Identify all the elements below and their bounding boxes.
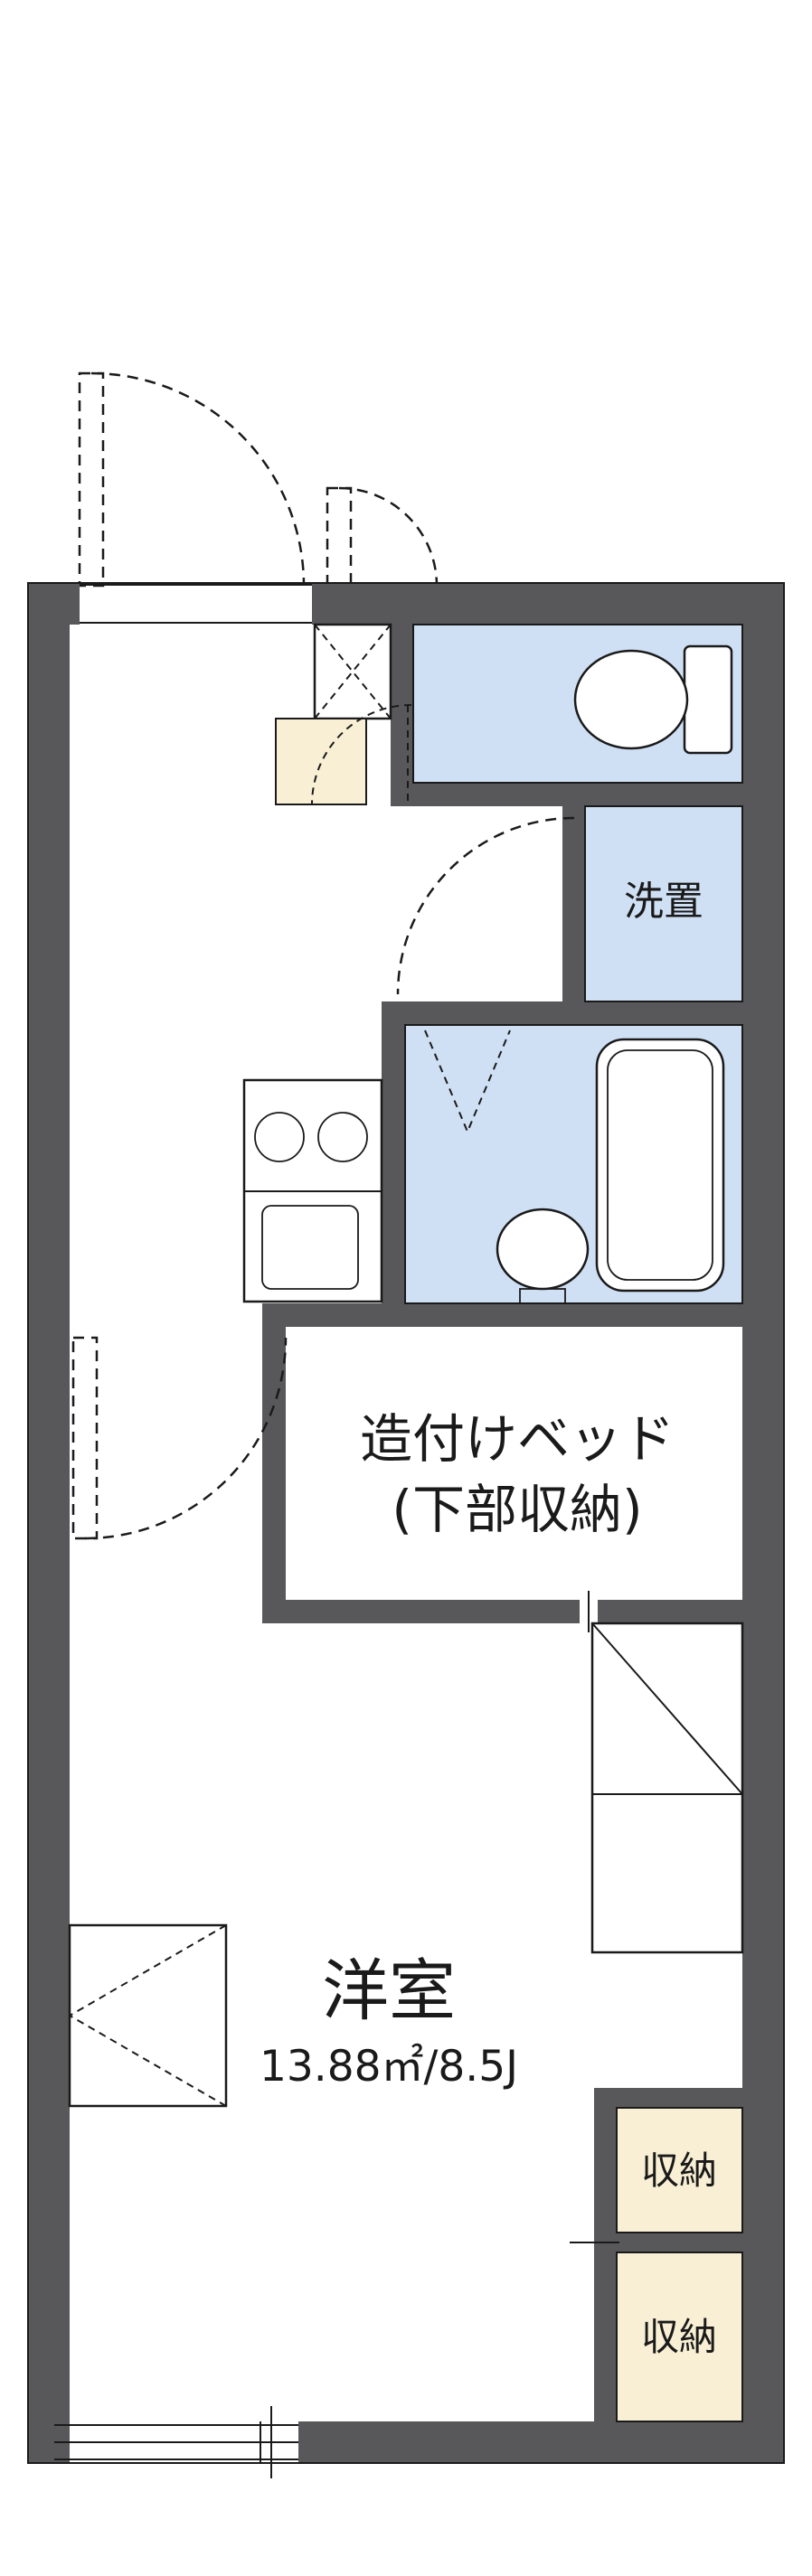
bathroom-folding-door	[424, 1029, 511, 1134]
bed-area: 造付けベッド (下部収納)	[360, 1408, 675, 1540]
storage-bottom-label: 収納	[641, 2315, 717, 2359]
wall-toilet-left	[391, 625, 413, 783]
wall-toilet-bottom	[391, 783, 784, 806]
toilet-tank-icon	[683, 644, 733, 755]
washer-room: 洗置	[584, 805, 743, 1002]
entry-door-leaf-small	[326, 486, 353, 588]
kitchen-unit	[242, 1078, 383, 1303]
room-door-leaf	[71, 1336, 99, 1540]
entry-door-swing-arc	[90, 371, 306, 587]
stove-burner-left-icon	[254, 1112, 305, 1162]
genkan-step	[275, 718, 367, 805]
wash-basin-stand	[519, 1288, 566, 1304]
main-room-area: 13.88㎡/8.5J	[260, 2042, 518, 2092]
toilet-room	[412, 624, 743, 784]
wall-bed-left	[262, 1303, 286, 1623]
storage-bottom-floor	[616, 2252, 743, 2422]
bathtub-inner-line	[607, 1049, 713, 1281]
window-bay-fold-line-2	[69, 2015, 227, 2107]
duct-closet-diagonal	[591, 1622, 743, 1795]
duct-closet-outline	[590, 1622, 744, 1954]
wall-bottom	[298, 2421, 784, 2463]
wall-top-left-stub	[28, 583, 80, 625]
duct-closet	[590, 1622, 744, 1954]
main-room-name: 洋室	[322, 1952, 456, 2030]
washer-label: 洗置	[624, 879, 703, 925]
window-bay-fold-line-1	[69, 1924, 227, 2017]
corridor-door-swing-arc	[396, 816, 575, 995]
wall-storage-left	[594, 2088, 617, 2422]
window-bay-box	[68, 1923, 228, 2108]
exterior-door-swings	[78, 371, 439, 588]
storages: 収納 収納	[616, 2107, 743, 2422]
washer-room-floor	[584, 805, 743, 1002]
entrance	[275, 623, 392, 805]
entry-door-swing-arc-small	[338, 486, 439, 587]
main-room: 洋室 13.88㎡/8.5J	[68, 1923, 518, 2108]
wall-top	[312, 583, 784, 625]
interior-door-swings	[71, 704, 575, 1540]
wall-bed-top	[262, 1303, 784, 1327]
toilet-door-swing-arc	[311, 704, 412, 805]
entry-door-leaf	[78, 371, 105, 588]
wall-bath-left	[382, 1001, 405, 1327]
bed-label-line2: (下部収納)	[392, 1479, 642, 1540]
wall-bed-bottom	[286, 1600, 784, 1623]
walls	[27, 582, 785, 2464]
wall-left	[28, 583, 70, 2463]
storage-top-label: 収納	[641, 2148, 717, 2193]
kitchen-sink-icon	[261, 1205, 359, 1290]
wall-washer-left	[562, 806, 585, 1001]
toilet-bowl-icon	[573, 649, 689, 750]
storage-top-floor	[616, 2107, 743, 2233]
outer-outline	[27, 582, 785, 2464]
wall-bottom-left-stub	[28, 2421, 54, 2463]
wall-storage-divider	[594, 2233, 784, 2252]
stove-burner-right-icon	[317, 1112, 368, 1162]
wall-right	[742, 583, 784, 2463]
bed-label-line1: 造付けベッド	[360, 1408, 675, 1470]
wall-bath-top	[382, 1001, 784, 1025]
room-door-swing-arc	[84, 1337, 288, 1540]
bathtub-icon	[595, 1038, 725, 1293]
wash-basin-icon	[496, 1208, 590, 1291]
wall-openings	[54, 584, 619, 2478]
wall-storage-top	[594, 2088, 784, 2108]
bathroom	[404, 1024, 743, 1304]
shoe-cabinet	[313, 623, 392, 720]
